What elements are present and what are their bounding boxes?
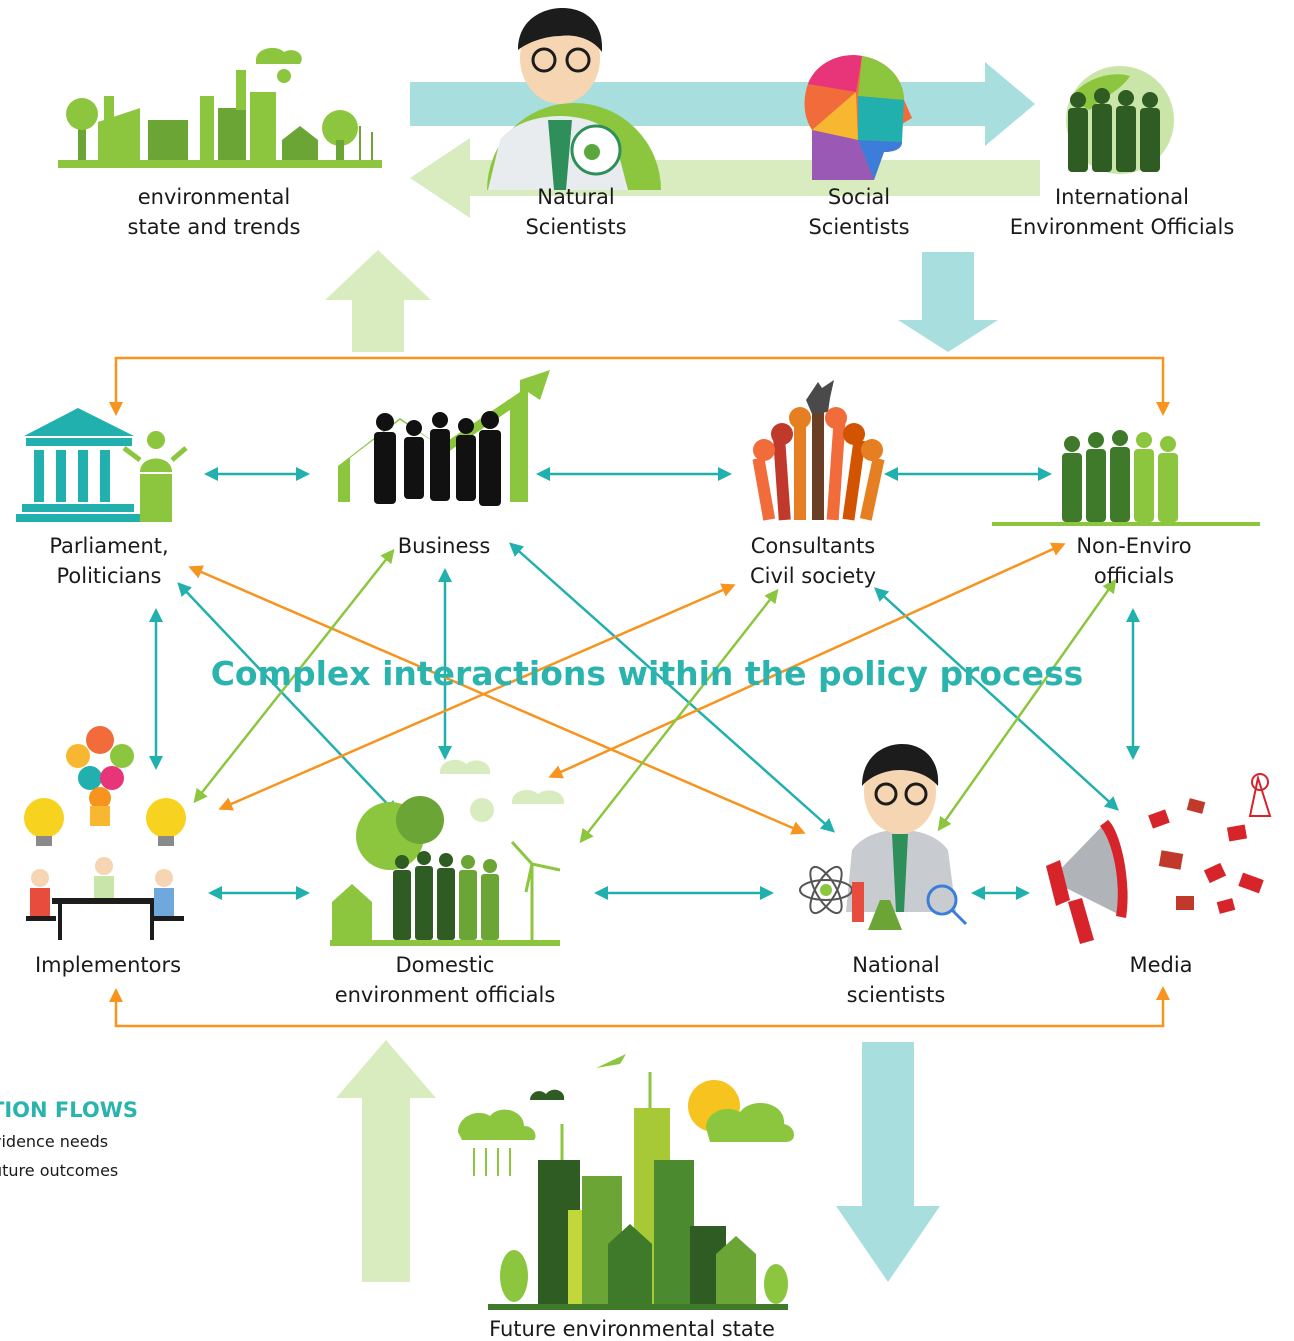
label-line: environmental [137, 185, 291, 209]
arrow-domestic-consult [579, 588, 779, 844]
domestic-officials-wind-icon [330, 759, 565, 946]
label-line: Social [827, 185, 891, 209]
flow-arrow-down-bottom [836, 1042, 940, 1282]
label-social-scientists: Social Scientists [769, 182, 949, 242]
label-line: environment officials [334, 983, 556, 1007]
label-international-officials: International Environment Officials [987, 182, 1257, 242]
label-implementors: Implementors [8, 950, 208, 980]
label-domestic-officials: Domestic environment officials [315, 950, 575, 1010]
scientist-icon [487, 8, 661, 190]
label-line: International [1054, 185, 1190, 209]
legend: TION FLOWS vidence needs uture outcomes [0, 1098, 138, 1180]
label-line: state and trends [127, 215, 301, 239]
label-line: Business [397, 534, 491, 558]
arrow-parl-national [188, 565, 806, 835]
legend-item: uture outcomes [0, 1161, 119, 1180]
label-line: officials [1093, 564, 1175, 588]
business-people-growth-icon [338, 370, 550, 506]
orange-frame-top [109, 356, 1170, 416]
officials-globe-icon [1066, 66, 1174, 174]
label-line: Scientists [808, 215, 910, 239]
label-non-enviro: Non-Enviro officials [1044, 531, 1224, 591]
label-national-scientists: National scientists [806, 950, 986, 1010]
flow-arrow-down-right [898, 252, 998, 352]
label-environmental-state: environmental state and trends [94, 182, 334, 242]
label-media: Media [1101, 950, 1221, 980]
label-line: Scientists [525, 215, 627, 239]
legend-item: vidence needs [0, 1132, 109, 1151]
label-business: Business [354, 531, 534, 561]
label-future-state: Future environmental state [452, 1314, 812, 1341]
label-consultants: Consultants Civil society [713, 531, 913, 591]
officials-group-icon [992, 430, 1260, 526]
colorful-head-icon [804, 55, 912, 180]
interaction-arrows [149, 467, 1140, 900]
flow-arrow-up-bottom [336, 1040, 436, 1282]
label-line: Implementors [34, 953, 182, 977]
label-line: Civil society [749, 564, 877, 588]
label-parliament: Parliament, Politicians [19, 531, 199, 591]
national-scientist-icon [799, 744, 968, 930]
orange-frame-bottom [109, 986, 1170, 1028]
label-natural-scientists: Natural Scientists [486, 182, 666, 242]
flow-arrow-left-top [410, 138, 1040, 218]
lightbulb-team-icon [24, 726, 186, 940]
future-green-city-icon [458, 1054, 795, 1310]
label-line: Politicians [56, 564, 162, 588]
label-line: Parliament, [49, 534, 169, 558]
arrow-impl-consult [218, 583, 736, 811]
green-city-factory-icon [58, 47, 382, 168]
label-line: Non-Enviro [1076, 534, 1192, 558]
legend-title: TION FLOWS [0, 1098, 138, 1122]
label-line: scientists [846, 983, 946, 1007]
diagram-title: Complex interactions within the policy p… [210, 654, 1084, 693]
flow-arrow-up-left [325, 250, 431, 352]
parliament-building-icon [16, 408, 188, 522]
label-line: Environment Officials [1009, 215, 1235, 239]
label-line: Consultants [750, 534, 876, 558]
label-line: Natural [537, 185, 615, 209]
label-line: National [852, 953, 940, 977]
label-line: Domestic [395, 953, 495, 977]
arrow-national-nonenviro [937, 578, 1117, 832]
raised-hands-icon [752, 380, 885, 521]
orange-frame [109, 356, 1170, 1028]
arrow-impl-business [193, 548, 395, 804]
flow-arrow-right-top [410, 62, 1035, 146]
label-line: Future environmental state [489, 1317, 775, 1341]
label-line: Media [1129, 953, 1193, 977]
megaphone-icon [1046, 773, 1272, 944]
